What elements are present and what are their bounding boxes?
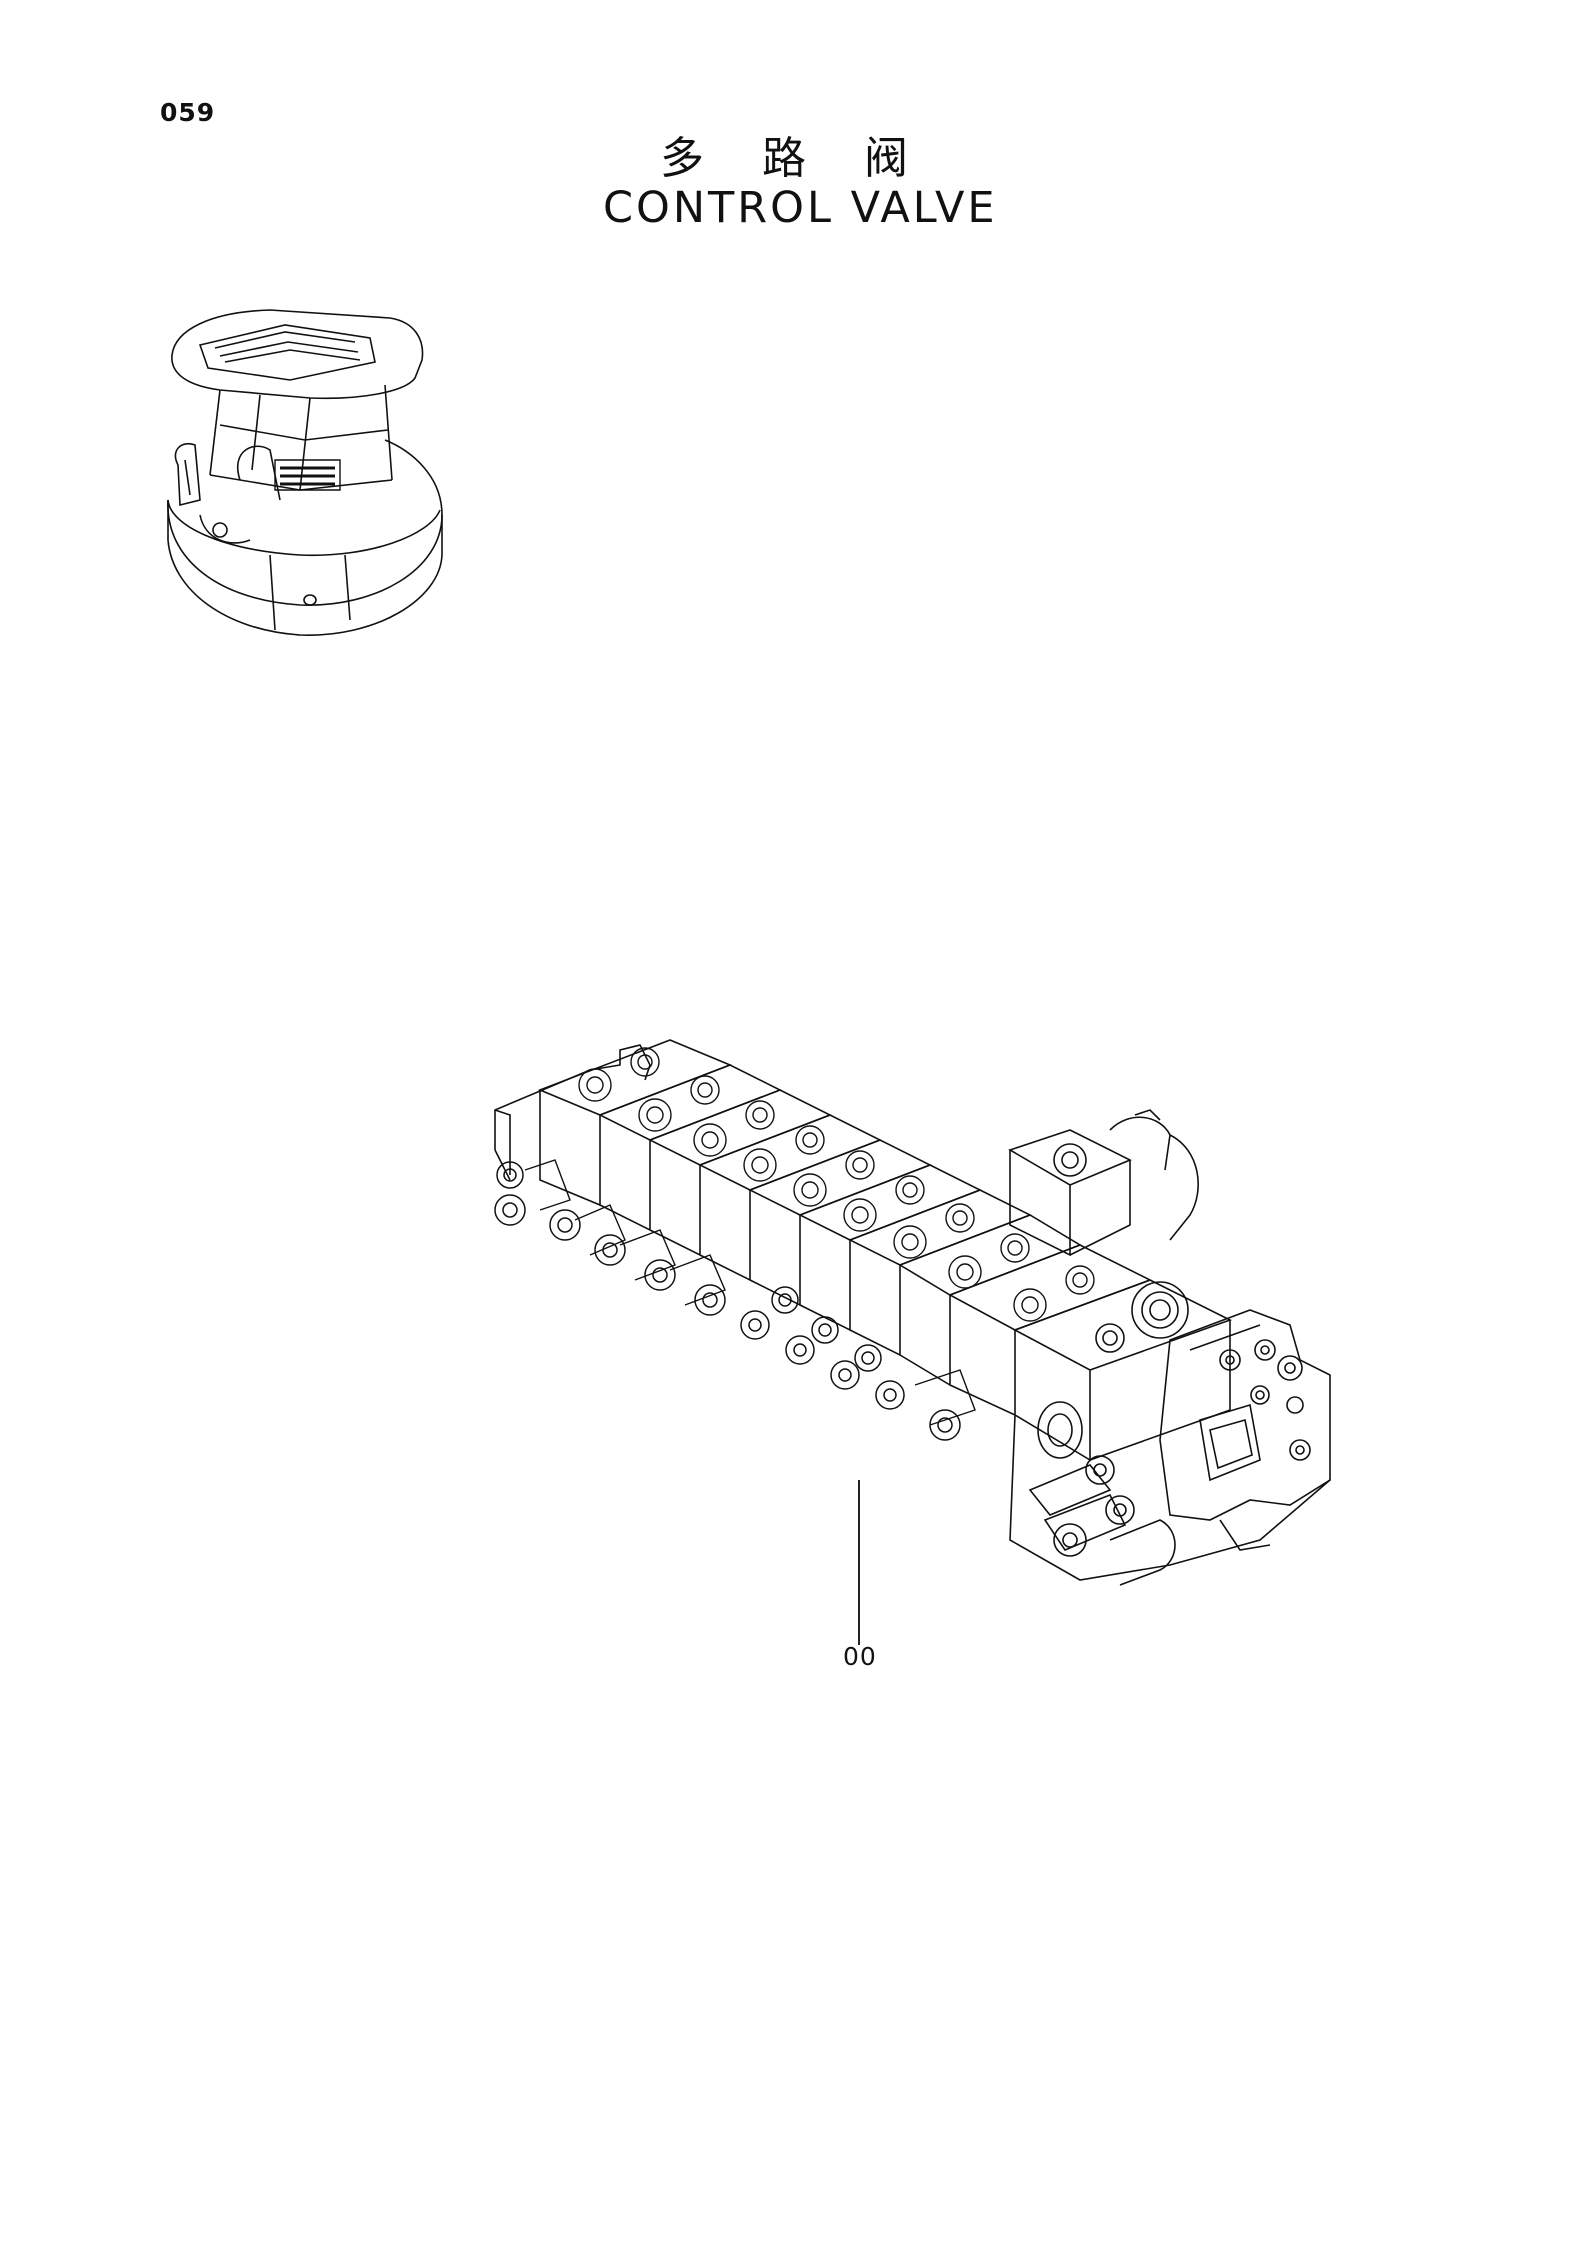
callout-label: 00 — [843, 1642, 877, 1671]
page-number: 059 — [160, 98, 216, 127]
page-title-english: CONTROL VALVE — [603, 183, 998, 233]
control-valve-assembly-icon — [470, 1020, 1430, 1710]
page-title-chinese: 多 路 阀 — [660, 133, 930, 184]
callout-leader-line — [858, 1480, 860, 1645]
excavator-cab-locator-icon — [160, 300, 450, 645]
